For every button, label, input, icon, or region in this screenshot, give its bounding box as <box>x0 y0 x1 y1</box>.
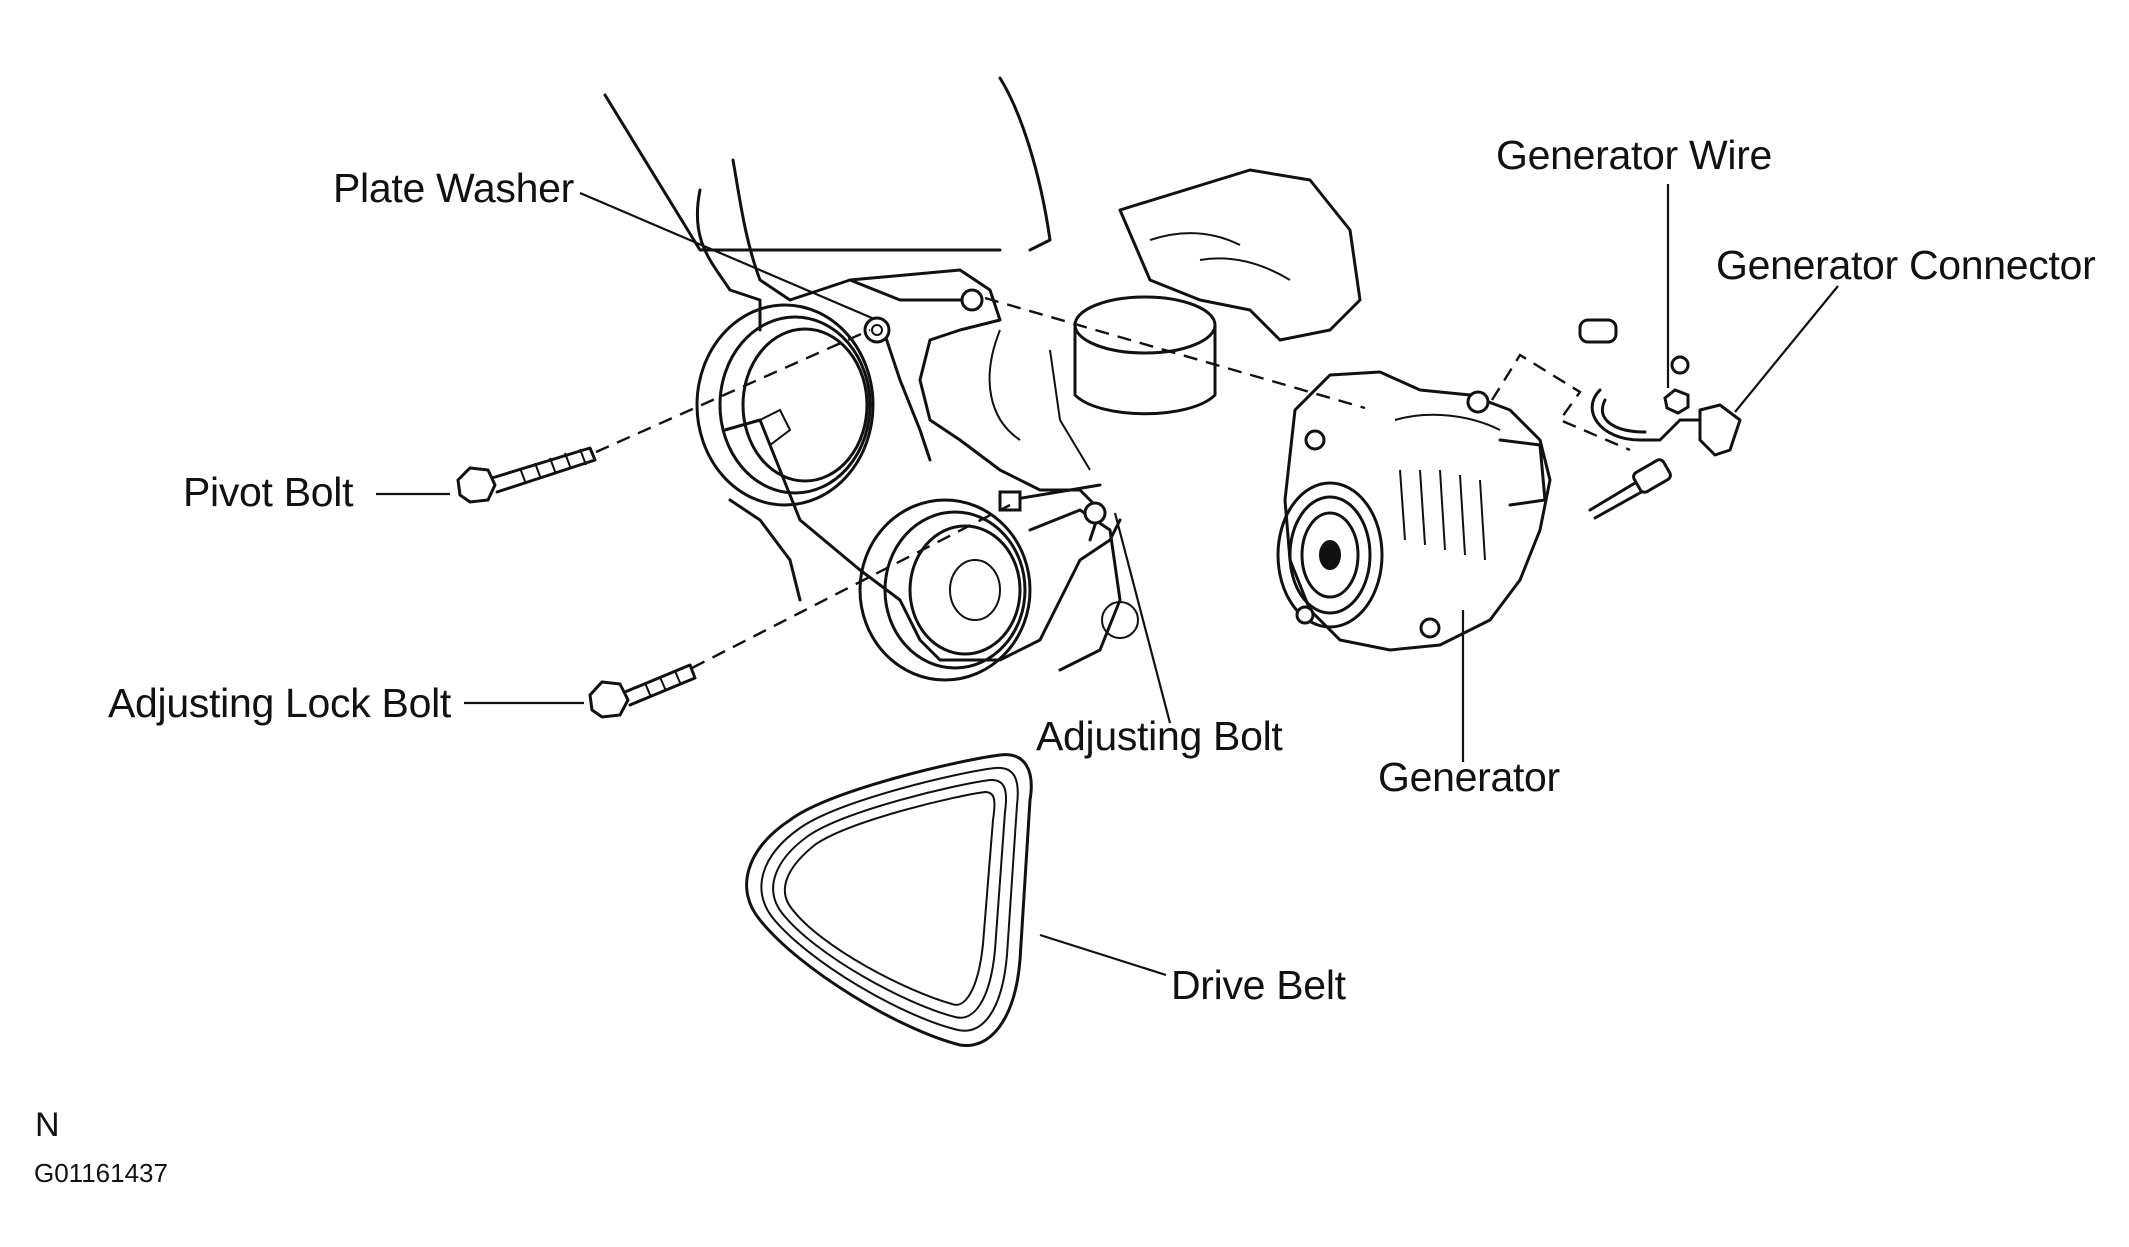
figure-id: G01161437 <box>34 1158 168 1188</box>
generator-harness <box>1578 318 1742 520</box>
engine-block <box>603 76 1362 662</box>
alignment-lines <box>595 296 1631 670</box>
pivot-bolt <box>456 446 597 504</box>
label-drive-belt: Drive Belt <box>1171 962 1346 1008</box>
label-plate-washer: Plate Washer <box>333 165 574 211</box>
label-generator-connector: Generator Connector <box>1716 242 2096 288</box>
upper-pulley <box>695 303 875 507</box>
lower-pulley <box>858 498 1139 682</box>
adjusting-lock-bolt <box>588 663 697 719</box>
leader-lines <box>376 184 1839 977</box>
label-pivot-bolt: Pivot Bolt <box>183 469 354 515</box>
generator-body <box>1276 370 1552 652</box>
label-adjusting-bolt: Adjusting Bolt <box>1036 713 1283 759</box>
label-generator-wire: Generator Wire <box>1496 132 1773 178</box>
drive-belt-drawing <box>745 753 1033 1048</box>
corner-mark: N <box>35 1106 60 1144</box>
label-generator: Generator <box>1378 754 1560 800</box>
label-adjusting-lock-bolt: Adjusting Lock Bolt <box>108 680 452 726</box>
adjusting-bolt <box>998 483 1102 512</box>
